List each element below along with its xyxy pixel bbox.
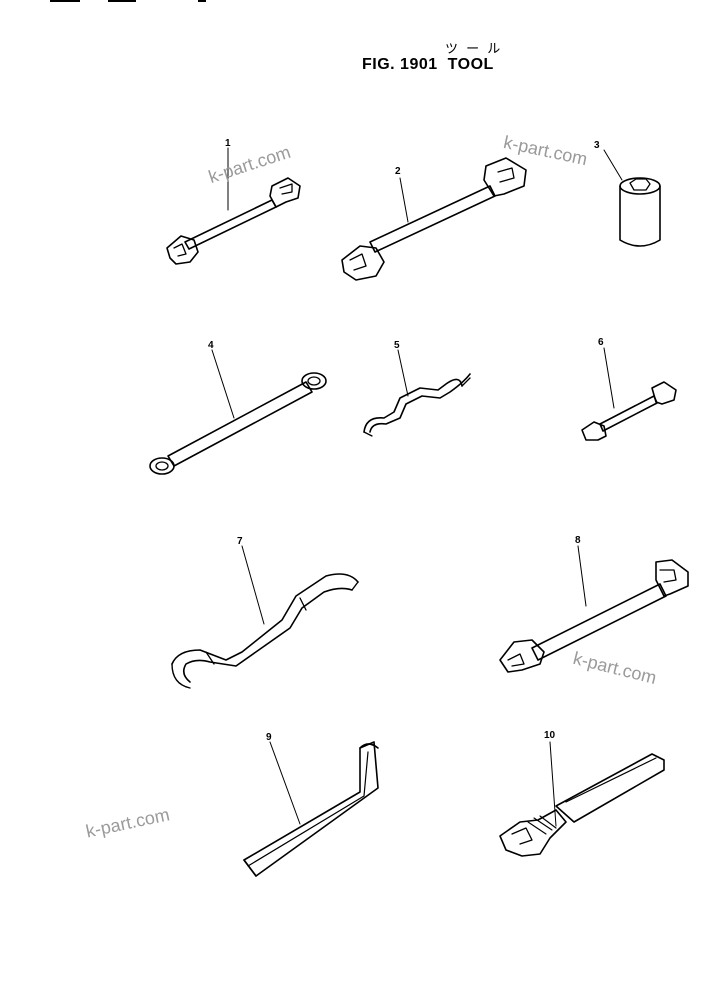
callout-10: 10 bbox=[544, 730, 556, 741]
callout-1: 1 bbox=[225, 138, 231, 149]
callout-3: 3 bbox=[594, 140, 600, 151]
large-double-open-end-wrench-icon bbox=[341, 157, 527, 281]
hex-key-icon bbox=[243, 741, 379, 877]
callout-7: 7 bbox=[237, 536, 243, 547]
small-double-open-end-wrench-icon bbox=[166, 147, 301, 265]
socket-icon bbox=[603, 149, 661, 247]
callout-6: 6 bbox=[598, 337, 604, 348]
mini-double-open-end-wrench-icon bbox=[581, 347, 677, 441]
callout-4: 4 bbox=[208, 340, 214, 351]
box-end-wrench-icon bbox=[149, 349, 327, 475]
figure-title-japanese: ツ ー ル bbox=[445, 42, 503, 57]
figure-title: FIG. 1901 TOOL bbox=[362, 56, 494, 74]
callout-5: 5 bbox=[394, 340, 400, 351]
figure-number: FIG. 1901 bbox=[362, 56, 438, 73]
header-scan-marks bbox=[50, 0, 250, 4]
callout-2: 2 bbox=[395, 166, 401, 177]
callout-9: 9 bbox=[266, 732, 272, 743]
callout-8: 8 bbox=[575, 535, 581, 546]
figure-name: TOOL bbox=[447, 56, 494, 73]
adjustable-wrench-icon bbox=[499, 741, 665, 857]
double-open-end-wrench-icon bbox=[499, 545, 689, 673]
small-hook-spanner-icon bbox=[363, 349, 471, 437]
hook-spanner-icon bbox=[171, 545, 359, 689]
